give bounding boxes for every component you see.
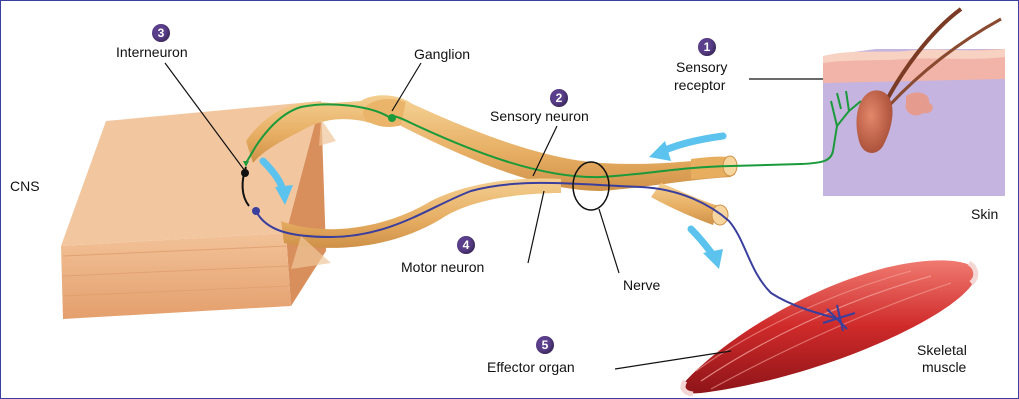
sensory-cell-body xyxy=(388,114,396,122)
label-effector-organ: Effector organ xyxy=(487,359,575,375)
label-sensory-neuron: Sensory neuron xyxy=(490,108,589,124)
label-skeletal-muscle-1: Skeletal xyxy=(917,342,967,358)
badge-interneuron: 3 xyxy=(152,24,170,42)
badge-motor-neuron: 4 xyxy=(457,236,475,254)
label-skeletal-muscle-2: muscle xyxy=(922,359,966,375)
badge-sensory-receptor: 1 xyxy=(698,38,716,56)
skin-block xyxy=(823,9,1005,196)
badge-effector-organ: 5 xyxy=(536,336,554,354)
label-sensory-receptor-1: Sensory xyxy=(676,59,727,75)
label-motor-neuron: Motor neuron xyxy=(401,259,484,275)
label-nerve: Nerve xyxy=(623,277,660,293)
label-skin: Skin xyxy=(971,206,998,222)
label-interneuron: Interneuron xyxy=(116,44,188,60)
motor-neuron-path xyxy=(252,183,855,331)
label-cns: CNS xyxy=(10,178,40,194)
label-sensory-receptor-2: receptor xyxy=(674,77,725,93)
badge-sensory-neuron: 2 xyxy=(550,89,568,107)
label-ganglion: Ganglion xyxy=(414,46,470,62)
